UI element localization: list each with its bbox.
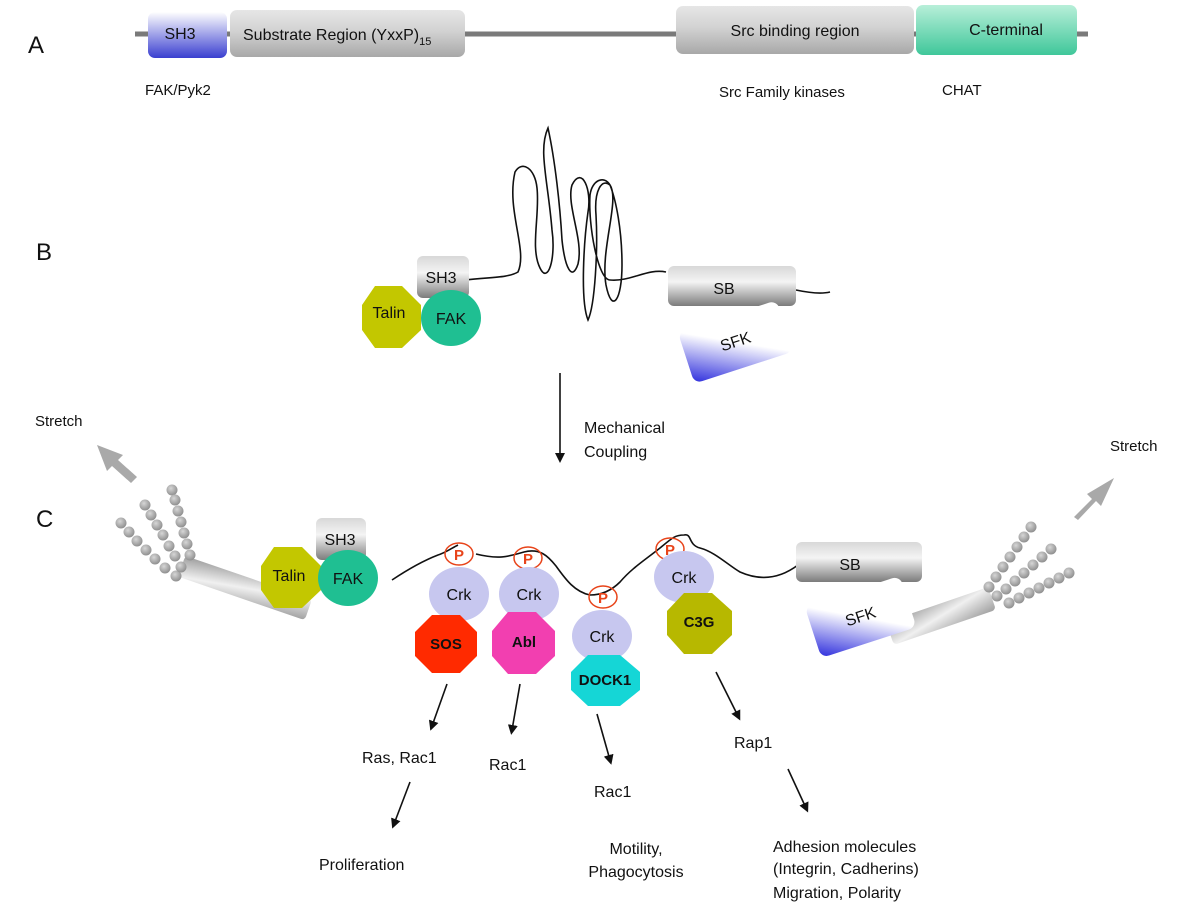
sb-label-b: SB xyxy=(713,281,734,298)
sfk-c: SFK xyxy=(806,577,915,656)
crk-label: Crk xyxy=(517,587,543,604)
output-ras-rac1: Ras, Rac1 xyxy=(362,750,437,767)
backbone-c-left xyxy=(391,544,459,581)
downstream-arrows xyxy=(391,671,809,829)
phospho-marker xyxy=(588,585,618,609)
talin-label-c: Talin xyxy=(273,568,306,585)
outcome-motility-line1: Motility, xyxy=(609,841,662,858)
sh3-domain-label: SH3 xyxy=(164,26,195,43)
sh3-domain: SH3 xyxy=(148,12,227,58)
sb-cylinder-c: SB xyxy=(796,542,922,582)
outcome-adhesion-line1: Adhesion molecules xyxy=(773,839,916,856)
sh3-label-c: SH3 xyxy=(324,532,355,549)
arrow-dock1-rac1 xyxy=(596,713,614,765)
integrin-rod-right xyxy=(887,588,995,644)
phospho-label: P xyxy=(598,590,608,607)
c-terminal-domain: C-terminal xyxy=(916,5,1077,55)
fak-c: FAK xyxy=(318,550,378,606)
abl-protein xyxy=(492,612,555,674)
stretch-arrow-left xyxy=(97,445,137,483)
arrow-ras-proliferation xyxy=(391,781,411,829)
c-terminal-label: C-terminal xyxy=(969,22,1043,39)
section-label-c: C xyxy=(36,506,53,533)
coupling-label-line2: Coupling xyxy=(584,444,647,461)
integrin-beads-left xyxy=(115,484,196,582)
c-terminal-tail-b xyxy=(795,289,831,294)
phospho-label: P xyxy=(523,551,533,568)
outcome-motility-line2: Phagocytosis xyxy=(588,864,683,881)
arrow-sos-ras xyxy=(428,683,448,731)
arrow-rap1-adhesion xyxy=(787,768,809,813)
crk-abl-complex: P Crk Abl xyxy=(492,546,559,674)
partner-chat: CHAT xyxy=(942,82,982,99)
crk-label: Crk xyxy=(590,629,616,646)
sfk-b: SFK xyxy=(679,302,792,382)
stretch-arrow-right xyxy=(1074,478,1114,520)
dock1-protein xyxy=(571,655,640,706)
sos-label: SOS xyxy=(430,636,462,653)
abl-label: Abl xyxy=(512,634,536,651)
c3g-protein xyxy=(667,593,732,654)
arrow-c3g-rap1 xyxy=(715,671,741,721)
output-rap1: Rap1 xyxy=(734,735,772,752)
fak-label-b: FAK xyxy=(436,311,467,328)
integrin-beads-right xyxy=(983,521,1075,609)
c3g-label: C3G xyxy=(684,614,715,631)
fak-b: FAK xyxy=(421,290,481,346)
partner-src-family: Src Family kinases xyxy=(719,84,845,101)
crk-protein xyxy=(429,567,489,621)
crk-c3g-complex: P Crk C3G xyxy=(654,537,732,654)
coupling-label-line1: Mechanical xyxy=(584,420,665,437)
sh3-cylinder-b: SH3 xyxy=(417,256,469,298)
crk-label: Crk xyxy=(672,570,698,587)
talin-label-b: Talin xyxy=(373,305,406,322)
section-label-a: A xyxy=(28,32,44,59)
crk-dock1-complex: P Crk DOCK1 xyxy=(571,585,640,706)
substrate-region-label: Substrate Region (YxxP)15 xyxy=(243,27,431,48)
substrate-region-domain: Substrate Region (YxxP)15 xyxy=(230,10,465,57)
crk-protein xyxy=(499,567,559,621)
sh3-label-b: SH3 xyxy=(425,270,456,287)
phospho-label: P xyxy=(454,547,464,564)
talin-b: Talin xyxy=(362,286,421,348)
dock1-label: DOCK1 xyxy=(579,672,632,689)
talin-c: Talin xyxy=(261,547,321,608)
backbone-c-main xyxy=(475,534,799,596)
section-label-b: B xyxy=(36,239,52,266)
arrow-abl-rac1 xyxy=(507,683,521,735)
sb-label-c: SB xyxy=(839,557,860,574)
crk-sos-complex: P Crk SOS xyxy=(415,542,489,673)
phospho-label: P xyxy=(665,542,675,559)
substrate-region-coiled xyxy=(464,125,667,323)
outcome-adhesion-line2: (Integrin, Cadherins) xyxy=(773,861,919,878)
output-rac1-dock: Rac1 xyxy=(594,784,631,801)
crk-protein xyxy=(654,551,714,603)
src-binding-label: Src binding region xyxy=(731,23,860,40)
phospho-marker xyxy=(444,542,474,566)
sb-cylinder-b: SB xyxy=(668,266,796,306)
stretch-label-right: Stretch xyxy=(1110,438,1158,455)
outcome-adhesion-line3: Migration, Polarity xyxy=(773,885,901,902)
outcome-proliferation: Proliferation xyxy=(319,857,404,874)
crk-label: Crk xyxy=(447,587,473,604)
output-rac1-abl: Rac1 xyxy=(489,757,526,774)
fak-label-c: FAK xyxy=(333,571,364,588)
sos-protein xyxy=(415,615,477,673)
stretch-label-left: Stretch xyxy=(35,413,83,430)
src-binding-domain: Src binding region xyxy=(676,6,914,54)
sh3-cylinder-c: SH3 xyxy=(316,518,366,560)
partner-fak-pyk2: FAK/Pyk2 xyxy=(145,82,211,99)
crk-protein xyxy=(572,610,632,662)
